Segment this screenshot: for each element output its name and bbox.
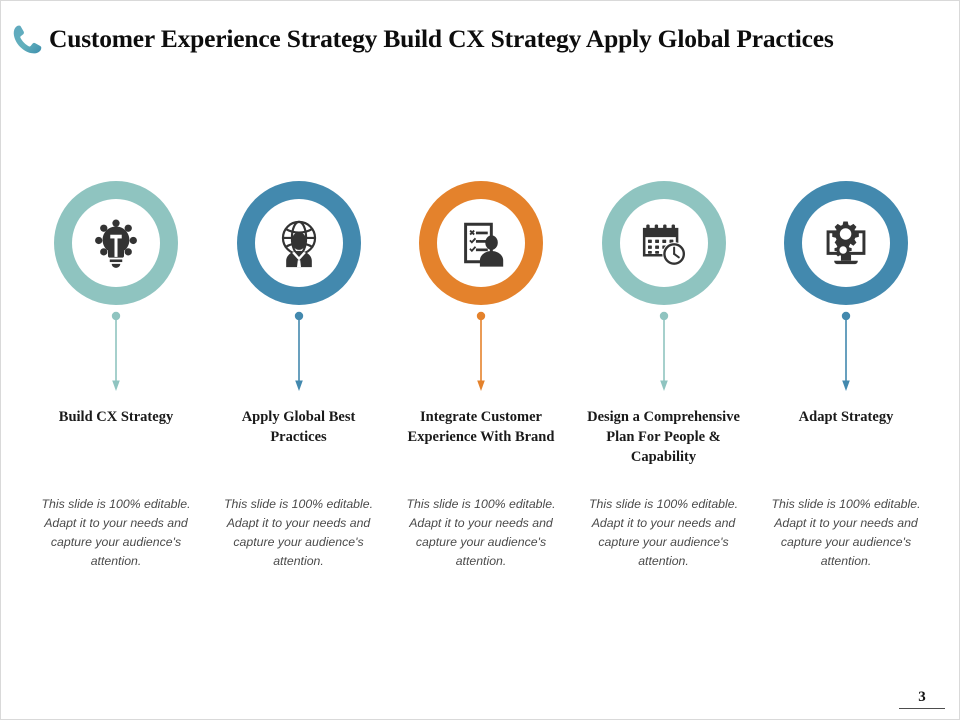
process-step-3[interactable]: Integrate Customer Experience With Brand…: [390, 181, 572, 571]
step-body-1: This slide is 100% editable. Adapt it to…: [41, 497, 191, 569]
step-body-2: This slide is 100% editable. Adapt it to…: [223, 497, 373, 569]
step-heading-5: Adapt Strategy: [798, 409, 894, 425]
arrow-connector-2: [292, 311, 306, 393]
icon-ring-1[interactable]: [54, 181, 178, 305]
phone-icon: [13, 25, 42, 54]
page-title: Customer Experience Strategy Build CX St…: [49, 23, 834, 53]
icon-ring-inner-5: [802, 199, 890, 287]
global-person-icon: [281, 220, 316, 268]
icon-ring-4[interactable]: [601, 181, 726, 305]
lightbulb-idea-icon: [95, 219, 137, 268]
icon-ring-inner-2: [254, 199, 343, 287]
page-number: 3: [918, 689, 926, 705]
step-heading-3: Integrate Customer Experience With Brand: [407, 409, 555, 445]
icon-ring-5[interactable]: [784, 181, 908, 305]
icon-ring-inner-4: [619, 199, 708, 287]
process-step-1[interactable]: Build CX Strategy This slide is 100% edi…: [25, 181, 207, 571]
icon-ring-inner-1: [72, 199, 160, 287]
step-body-5: This slide is 100% editable. Adapt it to…: [771, 497, 921, 569]
calendar-clock-icon: [642, 224, 686, 266]
process-columns: Build CX Strategy This slide is 100% edi…: [25, 181, 937, 601]
step-heading-2: Apply Global Best Practices: [241, 409, 356, 445]
icon-ring-2[interactable]: [236, 181, 361, 305]
icon-ring-inner-3: [437, 199, 525, 287]
arrow-connector-3: [474, 311, 488, 393]
step-heading-1: Build CX Strategy: [58, 409, 174, 425]
process-step-5[interactable]: Adapt Strategy This slide is 100% editab…: [755, 181, 937, 571]
arrow-connector-4: [657, 311, 671, 393]
slide-header: Customer Experience Strategy Build CX St…: [1, 15, 960, 63]
icon-ring-3[interactable]: [419, 181, 543, 305]
step-body-3: This slide is 100% editable. Adapt it to…: [406, 497, 556, 569]
process-step-4[interactable]: Design a Comprehensive Plan For People &…: [573, 181, 755, 571]
monitor-gears-icon: [826, 221, 866, 265]
arrow-connector-5: [839, 311, 853, 393]
step-body-4: This slide is 100% editable. Adapt it to…: [588, 497, 738, 569]
process-step-2[interactable]: Apply Global Best Practices This slide i…: [208, 181, 390, 571]
checklist-person-icon: [464, 222, 504, 267]
step-heading-4: Design a Comprehensive Plan For People &…: [587, 409, 740, 465]
page-number-container: 3: [899, 688, 945, 709]
arrow-connector-1: [109, 311, 123, 393]
